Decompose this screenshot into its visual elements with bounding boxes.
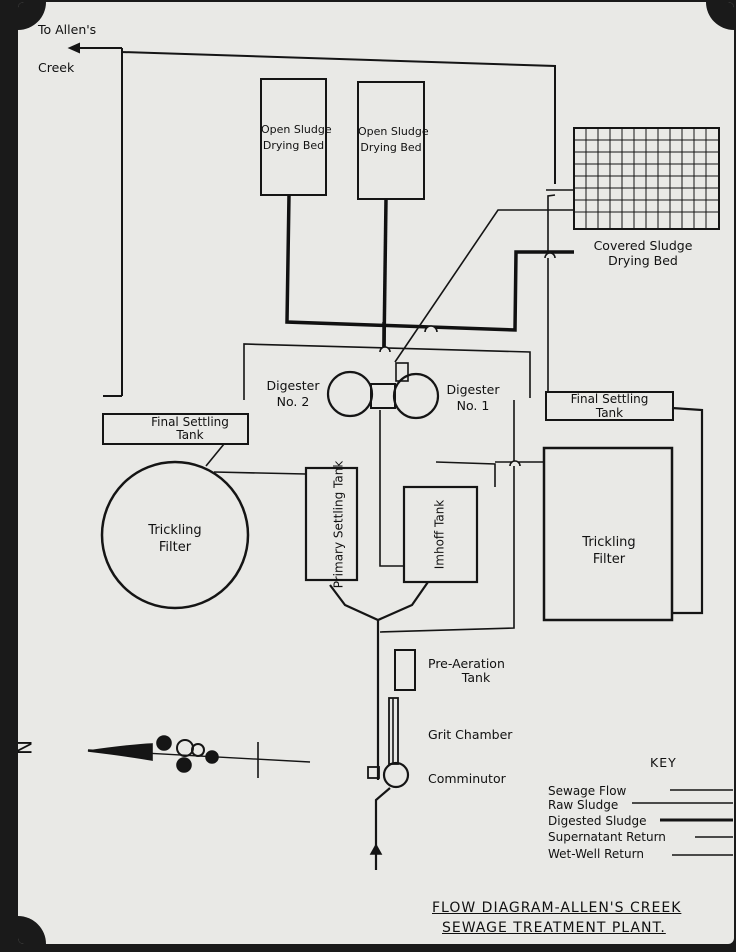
final-settling-tank-right: [545, 391, 674, 421]
key-title: KEY: [650, 755, 677, 770]
open-bed-1-label-b: Drying Bed: [262, 139, 325, 152]
trickling-right-label-a: Trickling: [582, 535, 636, 550]
trickling-filter-square: [542, 446, 674, 622]
final-tank-right-label-a: Final Settling: [570, 392, 649, 406]
open-sludge-bed-2: [357, 81, 425, 200]
diagram-sheet: To Allen's Creek Open Sludge Drying Bed …: [18, 2, 734, 944]
final-tank-left-label-b: Tank: [176, 428, 204, 442]
trickling-filter-round: [100, 460, 250, 610]
trickling-right-label-b: Filter: [592, 552, 626, 567]
preaeration-tank: [394, 649, 416, 691]
to-allens-label: To Allen's: [38, 22, 97, 37]
open-sludge-bed-1: [260, 78, 327, 196]
grit-chamber-label: Grit Chamber: [428, 727, 513, 742]
imhoff-tank-label: Imhoff Tank: [432, 499, 447, 570]
trickling-left-label-a: Trickling: [148, 523, 202, 538]
digested-sludge-lines: [285, 194, 574, 350]
digester-1-label-a: Digester: [446, 382, 500, 397]
key-item-wet-well-return: Wet-Well Return: [548, 847, 644, 861]
outfall-arrow: [67, 42, 80, 54]
imhoff-tank: [402, 485, 479, 584]
north-label: N: [18, 733, 37, 763]
key-item-sewage-flow: Sewage Flow: [548, 784, 627, 798]
open-bed-2-label-a: Open Sludge: [358, 125, 429, 138]
trickling-left-label-b: Filter: [158, 540, 192, 555]
final-tank-left-label-a: Final Settling: [151, 415, 229, 429]
right-return-line: [547, 66, 556, 392]
open-bed-2-label-b: Drying Bed: [360, 141, 422, 154]
preaeration-label-a: Pre-Aeration: [428, 656, 505, 671]
open-bed-1-label-a: Open Sludge: [261, 123, 332, 136]
key-item-supernatant-return: Supernatant Return: [548, 830, 666, 844]
diagram-title-line-1: FLOW DIAGRAM-ALLEN'S CREEK: [432, 900, 682, 916]
comminutor-label: Comminutor: [428, 771, 506, 786]
digester-2-label-a: Digester: [266, 378, 320, 393]
digester-1-label-b: No. 1: [456, 398, 490, 413]
preaeration-label-b: Tank: [461, 670, 491, 685]
key-lines: [632, 789, 733, 856]
diagram-title-line-2: SEWAGE TREATMENT PLANT.: [442, 920, 666, 936]
final-tank-right-label-b: Tank: [595, 406, 624, 420]
covered-bed-label-a: Covered Sludge: [593, 238, 693, 253]
key-item-raw-sludge: Raw Sludge: [548, 798, 619, 812]
covered-bed-grid: [574, 128, 719, 229]
primary-tank-label: Primary Settling Tank: [331, 460, 346, 589]
final-settling-tank-left: [102, 413, 249, 445]
digester-no-2: [326, 370, 374, 418]
digester-control-house: [370, 383, 396, 409]
flow-diagram-drawing: [67, 42, 733, 870]
covered-bed-label-b: Drying Bed: [608, 253, 678, 268]
primary-settling-tank: [304, 466, 359, 582]
supernatant-line: [394, 209, 574, 363]
comminutor: [382, 761, 410, 789]
creek-label: Creek: [38, 60, 75, 75]
top-return-line: [121, 48, 556, 184]
key-item-digested-sludge: Digested Sludge: [548, 814, 647, 828]
digester-2-label-b: No. 2: [276, 394, 310, 409]
